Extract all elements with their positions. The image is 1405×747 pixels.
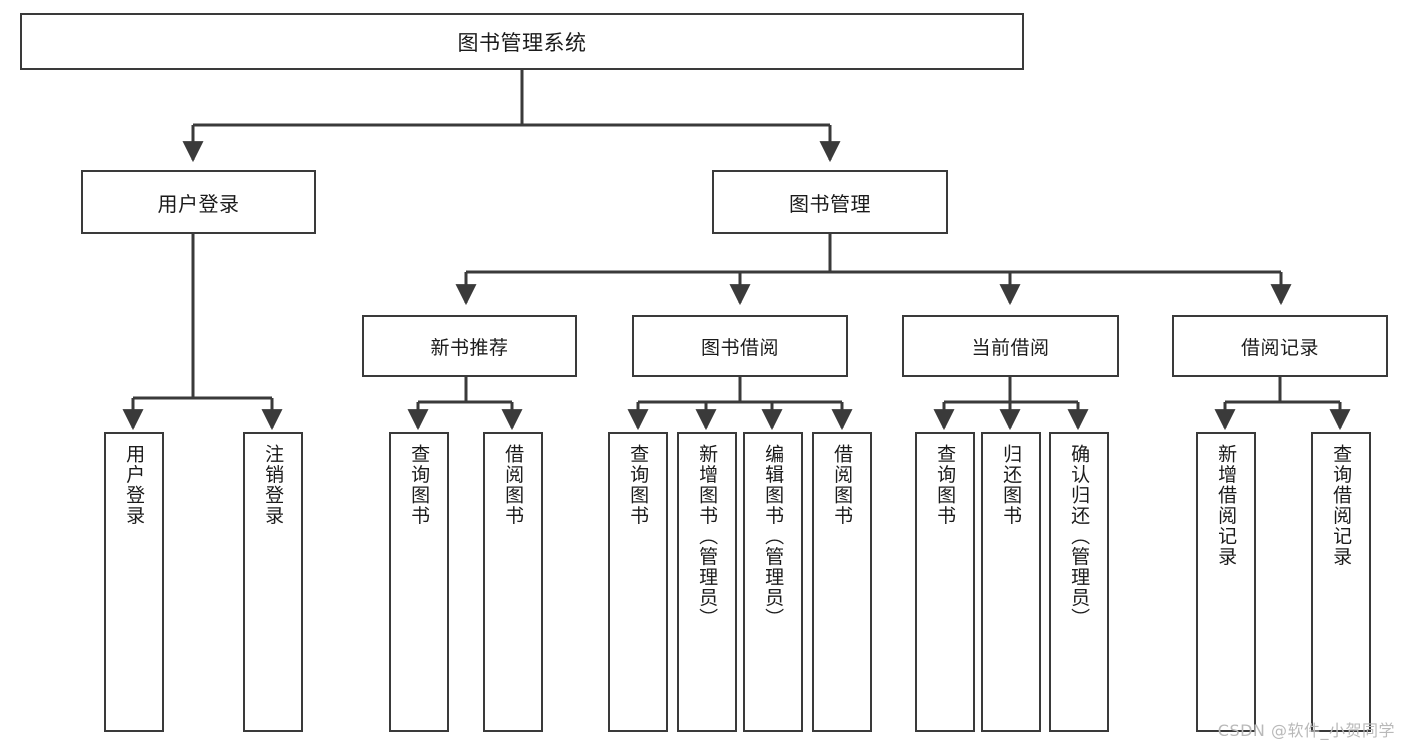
node-book-borrow[interactable]: 图书借阅 <box>632 315 848 377</box>
node-label: 新书推荐 <box>430 336 509 359</box>
node-label: 查询图书 <box>627 444 650 526</box>
node-label: 新增图书（管理员） <box>696 444 719 629</box>
node-label: 注销登录 <box>262 444 285 526</box>
node-label: 查询借阅记录 <box>1330 444 1353 567</box>
node-leaf-query-book-borrow[interactable]: 查询图书 <box>608 432 668 732</box>
node-label: 确认归还（管理员） <box>1068 444 1091 629</box>
node-label: 借阅图书 <box>502 444 525 526</box>
node-label: 图书借阅 <box>700 336 779 359</box>
node-label: 归还图书 <box>1000 444 1023 526</box>
csdn-watermark: CSDN @软件_小贺同学 <box>1217 721 1395 740</box>
node-label: 图书管理 <box>789 191 871 216</box>
node-borrow-record[interactable]: 借阅记录 <box>1172 315 1388 377</box>
node-label: 查询图书 <box>934 444 957 526</box>
node-current-borrow[interactable]: 当前借阅 <box>902 315 1119 377</box>
node-new-book-recommend[interactable]: 新书推荐 <box>362 315 577 377</box>
node-leaf-return-book[interactable]: 归还图书 <box>981 432 1041 732</box>
node-label: 查询图书 <box>408 444 431 526</box>
node-leaf-query-book-current[interactable]: 查询图书 <box>915 432 975 732</box>
node-label: 用户登录 <box>123 444 146 526</box>
node-leaf-confirm-return-admin[interactable]: 确认归还（管理员） <box>1049 432 1109 732</box>
node-label: 借阅图书 <box>831 444 854 526</box>
node-root-book-management-system[interactable]: 图书管理系统 <box>20 13 1024 70</box>
node-leaf-user-login[interactable]: 用户登录 <box>104 432 164 732</box>
node-leaf-add-borrow-record[interactable]: 新增借阅记录 <box>1196 432 1256 732</box>
node-leaf-logout-login[interactable]: 注销登录 <box>243 432 303 732</box>
node-leaf-edit-book-admin[interactable]: 编辑图书（管理员） <box>743 432 803 732</box>
node-label: 编辑图书（管理员） <box>762 444 785 629</box>
node-user-login[interactable]: 用户登录 <box>81 170 316 234</box>
node-label: 新增借阅记录 <box>1215 444 1238 567</box>
node-leaf-borrow-book-recommend[interactable]: 借阅图书 <box>483 432 543 732</box>
node-label: 当前借阅 <box>971 336 1050 359</box>
node-leaf-borrow-book[interactable]: 借阅图书 <box>812 432 872 732</box>
node-label: 图书管理系统 <box>457 30 587 55</box>
node-leaf-query-book-recommend[interactable]: 查询图书 <box>389 432 449 732</box>
node-book-management[interactable]: 图书管理 <box>712 170 948 234</box>
node-leaf-add-book-admin[interactable]: 新增图书（管理员） <box>677 432 737 732</box>
node-label: 用户登录 <box>157 191 240 216</box>
node-leaf-query-borrow-record[interactable]: 查询借阅记录 <box>1311 432 1371 732</box>
node-label: 借阅记录 <box>1240 336 1319 359</box>
